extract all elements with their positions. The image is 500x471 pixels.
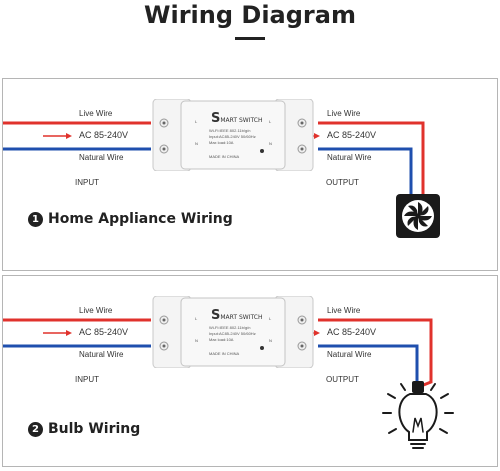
neutral-wire-label-input: Natural Wire bbox=[79, 153, 124, 162]
live-wire-label-input: Live Wire bbox=[79, 306, 113, 315]
terminal-right-l: L bbox=[269, 316, 272, 321]
made-in-label: MADE IN CHINA bbox=[209, 351, 240, 356]
input-label: INPUT bbox=[75, 178, 99, 187]
terminal-left-l: L bbox=[195, 119, 198, 124]
section-title-text: Home Appliance Wiring bbox=[48, 211, 233, 227]
section-title-bulb: 2 Bulb Wiring bbox=[28, 421, 140, 437]
section-number-badge: 2 bbox=[28, 422, 43, 437]
neutral-wire-output bbox=[318, 147, 413, 214]
live-wire-output bbox=[318, 318, 433, 388]
title-underline bbox=[235, 37, 265, 40]
live-wire-label-input: Live Wire bbox=[79, 109, 113, 118]
output-label: OUTPUT bbox=[326, 178, 359, 187]
terminal-right-n: N bbox=[269, 338, 272, 343]
ac-arrow-input bbox=[43, 133, 72, 139]
spec-line-2: Input:AC85-240V 50/60Hz bbox=[209, 134, 256, 139]
bulb-wiring-panel: SMART SWITCH L N L N Wi-Fi:IEEE 802.11b/… bbox=[2, 275, 498, 467]
switch-body bbox=[152, 296, 314, 368]
ac-voltage-label-output: AC 85-240V bbox=[327, 327, 377, 337]
smart-switch: SMART SWITCH L N L N Wi-Fi:IEEE 802.11b/… bbox=[151, 99, 315, 171]
switch-brand: SMART SWITCH bbox=[211, 111, 263, 126]
fan-icon bbox=[396, 194, 440, 238]
switch-brand: SMART SWITCH bbox=[211, 308, 263, 323]
terminal-right-n: N bbox=[269, 141, 272, 146]
section-number-badge: 1 bbox=[28, 212, 43, 227]
ac-voltage-label-input: AC 85-240V bbox=[79, 327, 129, 337]
live-wire-output bbox=[318, 121, 425, 214]
input-label: INPUT bbox=[75, 375, 99, 384]
neutral-wire-output bbox=[318, 344, 419, 384]
wiring-graphic bbox=[3, 121, 440, 238]
terminal-left-n: N bbox=[195, 338, 198, 343]
live-wire-label-output: Live Wire bbox=[327, 306, 361, 315]
page-title: Wiring Diagram bbox=[144, 1, 356, 29]
neutral-wire-label-output: Natural Wire bbox=[327, 153, 372, 162]
neutral-wire-label-input: Natural Wire bbox=[79, 350, 124, 359]
ac-voltage-label-output: AC 85-240V bbox=[327, 130, 377, 140]
ac-arrow-input bbox=[43, 330, 72, 336]
spec-line-1: Wi-Fi:IEEE 802.11b/g/n bbox=[209, 325, 251, 330]
output-label: OUTPUT bbox=[326, 375, 359, 384]
ac-voltage-label-input: AC 85-240V bbox=[79, 130, 129, 140]
neutral-wire-label-output: Natural Wire bbox=[327, 350, 372, 359]
home-appliance-panel: SMART SWITCH L N L N Wi-Fi:IEEE 802.11b/… bbox=[2, 78, 498, 271]
spec-line-1: Wi-Fi:IEEE 802.11b/g/n bbox=[209, 128, 251, 133]
switch-body bbox=[152, 99, 314, 171]
section-title-text: Bulb Wiring bbox=[48, 421, 141, 437]
terminal-right-l: L bbox=[269, 119, 272, 124]
made-in-label: MADE IN CHINA bbox=[209, 154, 240, 159]
spec-line-2: Input:AC85-240V 50/60Hz bbox=[209, 331, 256, 336]
live-wire-label-output: Live Wire bbox=[327, 109, 361, 118]
light-bulb-icon bbox=[382, 381, 454, 449]
terminal-left-l: L bbox=[195, 316, 198, 321]
section-title-appliance: 1 Home Appliance Wiring bbox=[28, 211, 233, 227]
smart-switch: SMART SWITCH L N L N Wi-Fi:IEEE 802.11b/… bbox=[151, 296, 315, 368]
spec-line-3: Max load:10A bbox=[209, 337, 234, 342]
spec-line-3: Max load:10A bbox=[209, 140, 234, 145]
terminal-left-n: N bbox=[195, 141, 198, 146]
